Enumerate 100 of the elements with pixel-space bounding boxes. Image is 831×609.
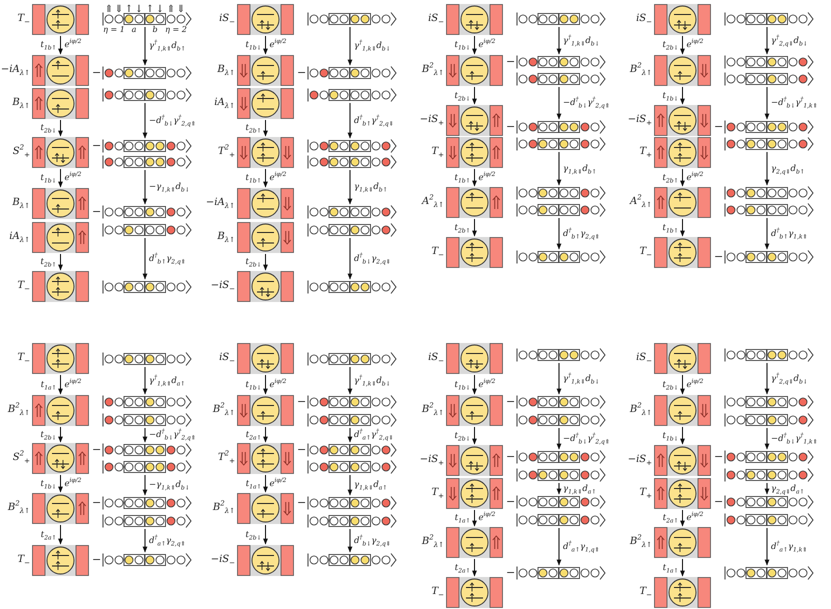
edge-label: γ$^{†}$$_{1,k⇓}$d$_{b↓}$ (354, 374, 391, 386)
state-label: iA$_{λ↑}$ (9, 231, 30, 243)
minus-sign: − (92, 66, 102, 80)
edge-label: t$_{1b↓}$ (454, 39, 470, 51)
edge-label: e$^{iφ/2}$ (64, 172, 82, 184)
edge-label: γ$_{1,k⇓}$d$_{a↑}$ (563, 482, 596, 494)
arrow (58, 168, 63, 188)
arrow (472, 168, 477, 187)
arrow (472, 426, 477, 445)
arrow (263, 120, 268, 137)
edge-label: t$_{1b↓}$ (40, 172, 56, 184)
edge-label: t$_{1a↑}$ (454, 512, 470, 524)
arrow (263, 254, 268, 271)
minus-sign: − (297, 496, 306, 510)
arrow (556, 428, 562, 450)
state-label: T$_{−}$ (17, 13, 30, 25)
arrow (556, 152, 562, 186)
arrow (348, 170, 352, 205)
state-label: −iS$_{−}$ (210, 280, 235, 292)
state-label: T$_{+}$ (639, 146, 652, 158)
edge-label: γ$^{†}$$_{1,k⇓}$d$_{b↓}$ (354, 40, 391, 52)
arrow (348, 238, 352, 280)
arrow (472, 510, 477, 527)
arrow (348, 474, 352, 496)
minus-sign: − (506, 495, 516, 509)
arrow (348, 26, 352, 66)
edge-label: t$_{1a↑}$ (662, 562, 678, 574)
arrow (348, 428, 352, 443)
arrow (764, 528, 770, 566)
edge-label: γ$_{1,k⇓}$d$_{a↑}$ (354, 479, 388, 491)
edge-label: γ$_{1,k⇓}$d$_{b↑}$ (563, 162, 597, 174)
edge-label: e$^{iφ/2}$ (270, 478, 286, 490)
state-label: −iS$_{+}$ (420, 114, 444, 126)
state-label: iS$_{−}$ (428, 352, 444, 364)
arrow (764, 482, 770, 495)
edge-label: t$_{2b↑}$ (246, 122, 262, 134)
state-label: T$_{−}$ (17, 352, 30, 364)
edge-label: t$_{1a↑}$ (246, 478, 262, 490)
state-label: −iA$_{λ↑}$ (0, 64, 30, 76)
arrow (472, 86, 477, 105)
edge-label: γ$_{2,q⇓}$d$_{a↑}$ (771, 482, 805, 494)
minus-sign: − (297, 395, 306, 409)
edge-label: γ$_{2,q⇓}$d$_{b↑}$ (771, 162, 805, 174)
arrow (142, 528, 148, 553)
minus-sign: − (506, 566, 516, 580)
minus-sign: − (714, 495, 724, 509)
state-label: T$_{−}$ (639, 246, 652, 258)
spin-label: ↑ (124, 4, 134, 16)
edge-label: t$_{2b↓}$ (454, 430, 470, 442)
edge-label: e$^{iφ/2}$ (478, 172, 496, 184)
edge-label: t$_{2b↓}$ (662, 39, 678, 51)
arrow (680, 374, 685, 395)
state-label: T$_{+}$ (431, 146, 444, 158)
arrow (263, 524, 268, 545)
edge-label: γ$^{†}$$_{1,k⇓}$d$_{b↓}$ (563, 34, 600, 46)
edge-label: −γ$_{1,k⇑}$d$_{b↓}$ (149, 479, 190, 491)
state-label: −iS$_{+}$ (628, 454, 652, 466)
edge-label: e$^{iφ/2}$ (270, 378, 286, 390)
spin-label: ↑ (146, 4, 154, 16)
arrow (556, 362, 562, 395)
arrow (472, 374, 477, 395)
arrow (58, 524, 63, 545)
state-label: iS$_{−}$ (219, 352, 235, 364)
edge-label: −γ$_{1,k⇑}$d$_{b↓}$ (149, 181, 190, 193)
edge-label: d$^{†}$$_{b↑}$γ$_{2,q⇑}$ (149, 252, 186, 264)
arrow (58, 474, 63, 493)
edge-label: e$^{iφ/2}$ (64, 378, 82, 390)
state-label: T$_{+}$ (431, 487, 444, 499)
minus-sign: − (92, 139, 102, 153)
minus-sign: − (714, 120, 724, 134)
minus-sign: − (506, 450, 516, 464)
spin-label: ⇓ (114, 4, 124, 16)
state-label: −iS$_{+}$ (628, 114, 652, 126)
edge-label: t$_{1b↓}$ (40, 478, 56, 490)
site-label: a (132, 24, 136, 36)
arrow (764, 362, 770, 395)
state-label: iS$_{−}$ (636, 13, 652, 25)
minus-sign: − (506, 55, 516, 69)
arrow (348, 366, 352, 395)
edge-label: t$_{2b↑}$ (454, 222, 470, 234)
arrow (680, 36, 685, 55)
state-label: T$_{−}$ (431, 586, 444, 598)
edge-label: t$_{2a↑}$ (40, 528, 56, 540)
edge-label: γ$^{†}$$_{1,k⇑}$d$_{b↑}$ (149, 40, 186, 52)
edge-label: t$_{2b↓}$ (246, 528, 262, 540)
arrow (348, 102, 352, 139)
edge-label: e$^{iφ/2}$ (478, 39, 496, 51)
site-label: η = 1 (103, 24, 125, 36)
state-label: iA$_{λ↑}$ (214, 97, 235, 109)
site-label: η = 2 (165, 24, 187, 36)
arrow (764, 26, 770, 55)
edge-label: e$^{iφ/2}$ (686, 39, 704, 51)
arrow (680, 168, 685, 187)
state-label: B$_{λ↑}$ (217, 64, 235, 76)
arrow (142, 366, 148, 395)
minus-sign: − (92, 553, 102, 567)
arrow (142, 474, 148, 496)
arrow (263, 374, 268, 395)
edge-label: d$^{†}$$_{a↑}$γ$_{1,q⇑}$ (563, 540, 600, 552)
arrow (472, 218, 477, 237)
